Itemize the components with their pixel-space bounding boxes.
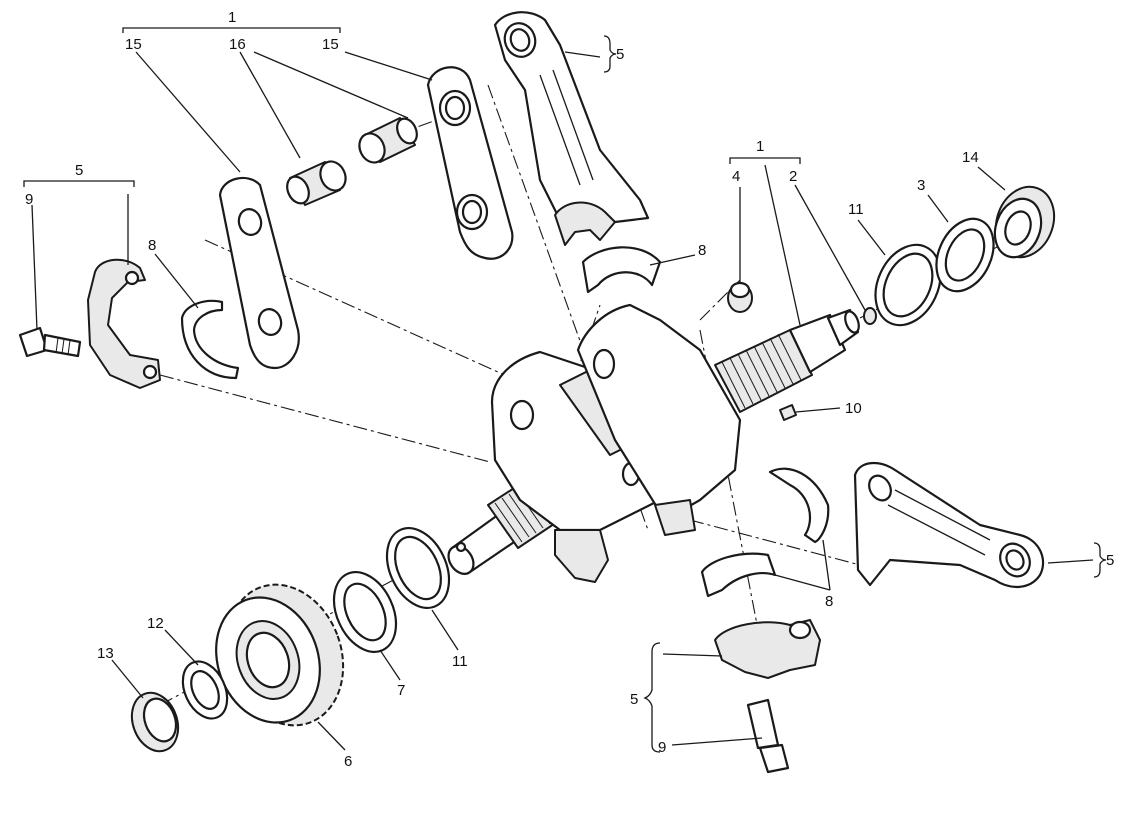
shim-11-lower [385,527,451,609]
bolt-left [18,326,82,358]
bearing-shell-lower-b [700,552,777,598]
nut-13 [130,691,180,753]
woodruff-key [779,404,797,421]
callout-12: 12 [147,615,164,632]
connecting-rod-upper [493,11,650,246]
callout-4: 4 [732,168,740,185]
plug-left [286,160,347,206]
oil-plate-left [218,176,300,370]
callout-8-left: 8 [148,237,156,254]
crankshaft [447,303,860,583]
callout-labels: 1 15 16 15 5 5 9 8 8 1 4 2 11 3 14 10 5 … [25,9,1114,770]
plug-right [358,117,418,164]
pin-2 [863,307,877,325]
gear-6 [215,583,345,727]
nut-14 [993,185,1056,259]
rod-cap-bottom [714,619,821,679]
callout-16: 16 [229,36,246,53]
connecting-rod-lower [853,462,1045,588]
callout-9-left: 9 [25,191,33,208]
right-shaft-splines [721,333,802,409]
washer-7 [332,571,398,653]
callout-5-bottom-cap: 5 [630,691,638,708]
callout-5-top-rod: 5 [616,46,624,63]
callout-5-right-rod: 5 [1106,552,1114,569]
callout-9-bottom: 9 [658,739,666,756]
callout-11-right: 11 [848,201,864,218]
callout-8-lower: 8 [825,593,833,610]
leader-lines [23,27,1107,753]
bearing-shell-left [180,299,240,380]
washer-12 [181,660,229,720]
callout-15-left: 15 [125,36,142,53]
callout-10: 10 [845,400,862,417]
callout-1-right: 1 [756,138,764,155]
callout-5-left: 5 [75,162,83,179]
callout-11-lower: 11 [452,653,468,670]
callout-6: 6 [344,753,352,770]
callout-13: 13 [97,645,114,662]
callout-14: 14 [962,149,979,166]
rod-cap-left [87,258,161,389]
callout-15-right: 15 [322,36,339,53]
shim-11-right [874,243,942,327]
callout-2: 2 [789,168,797,185]
bearing-shell-upper [581,246,662,294]
callout-8-upper: 8 [698,242,706,259]
bolt-bottom [746,698,790,774]
bearing-shell-lower-a [768,467,830,544]
callout-1-top: 1 [228,9,236,26]
washer-3 [935,217,995,293]
bushing-4 [727,281,753,313]
callout-7: 7 [397,682,405,699]
oil-plate-right [426,66,514,260]
callout-3: 3 [917,177,925,194]
